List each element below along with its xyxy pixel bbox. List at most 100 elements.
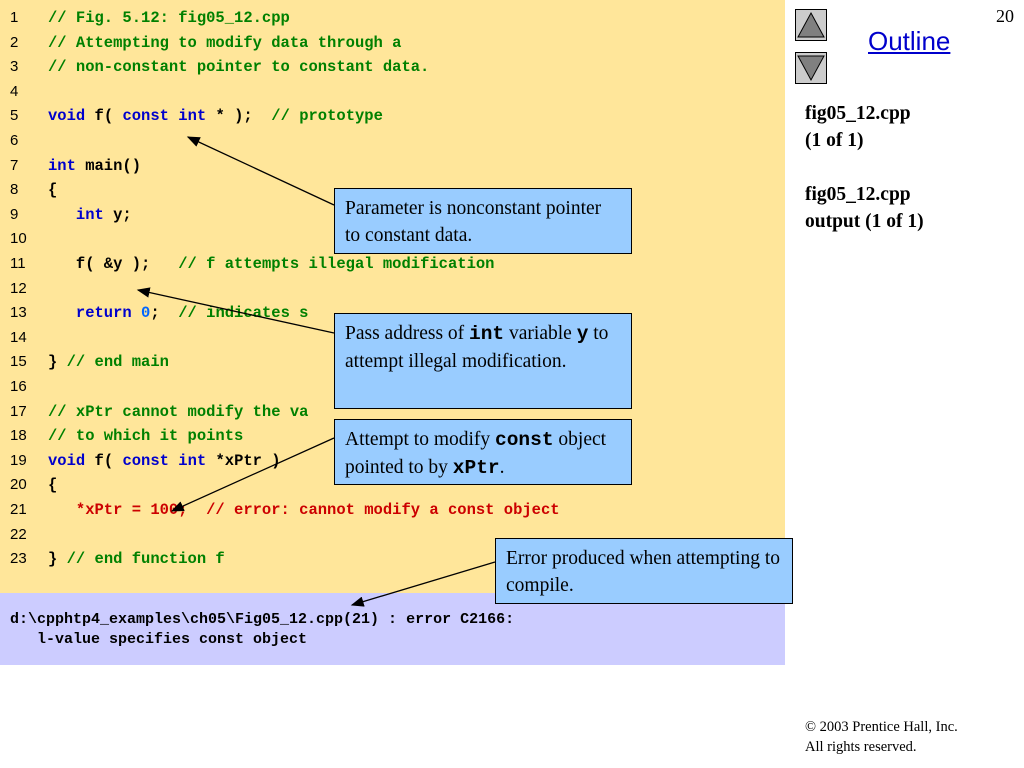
outline-output-part: output (1 of 1) [805, 211, 924, 232]
line-number: 11 [10, 255, 26, 272]
code-line: 20 { [0, 473, 785, 497]
code-token: { [48, 181, 58, 200]
code-line: 16 [0, 375, 785, 399]
code-text: } // end function f [48, 547, 225, 571]
callout-text-post: to attempt illegal modification. [345, 323, 609, 372]
code-token: 0 [141, 304, 151, 323]
code-token: const [122, 107, 169, 126]
code-token: // end main [66, 353, 169, 372]
code-token: int [178, 451, 207, 470]
code-token: int [48, 156, 76, 175]
callout-text-pre: Attempt to modify [345, 429, 496, 450]
code-token [132, 304, 141, 322]
code-line: 8{ [0, 178, 785, 202]
code-token: f( [85, 107, 123, 126]
line-number: 8 [10, 181, 19, 199]
callout-text-pre: Pass address of [345, 323, 470, 344]
code-text: // Attempting to modify data through a [48, 31, 401, 55]
callout-text-mid: object pointed to by [345, 429, 607, 478]
line-number: 14 [10, 328, 27, 346]
code-line: 21 *xPtr = 100; // error: cannot modify … [0, 498, 785, 522]
code-token: // Attempting to modify data through a [48, 33, 402, 52]
code-token: *xPtr ) [206, 451, 281, 470]
callout-code-int: int [469, 323, 505, 345]
line-number: 12 [10, 279, 27, 297]
code-line: 14 [0, 326, 785, 350]
line-number: 2 [10, 33, 19, 51]
line-number: 20 [10, 476, 27, 494]
code-line: 23 } // end function f [0, 547, 785, 571]
compiler-output-line-1: d:\cpphtp4_examples\ch05\Fig05_12.cpp(21… [10, 611, 515, 628]
outline-link[interactable]: Outline [868, 26, 951, 56]
code-line: 3 // non-constant pointer to constant dat… [0, 55, 785, 79]
code-token: // f attempts illegal modification [178, 255, 495, 273]
line-number: 13 [10, 304, 27, 322]
callout-code-const: const [495, 429, 554, 451]
line-number: 6 [10, 132, 19, 149]
code-text: *xPtr = 100; // error: cannot modify a c… [48, 498, 560, 522]
next-slide-button[interactable] [795, 52, 827, 84]
page-number: 20 [996, 6, 1014, 26]
code-token: int [75, 205, 104, 224]
code-text: int main() [48, 154, 141, 178]
line-number: 16 [10, 378, 27, 395]
code-text: // non-constant pointer to constant data… [48, 55, 429, 79]
code-line: 6 [0, 129, 785, 153]
code-text: void f( const int * ); // prototype [48, 104, 383, 128]
callout-code-xptr: xPtr [452, 457, 500, 479]
code-token: ; [150, 304, 179, 323]
callout-text: Parameter is nonconstant pointer to cons… [345, 198, 602, 246]
code-text: // to which it points [48, 424, 243, 448]
code-text: return 0; // indicates s [48, 301, 309, 325]
copyright-line-1: © 2003 Prentice Hall, Inc. [805, 719, 958, 735]
code-token [48, 304, 76, 322]
code-token: } [48, 353, 67, 372]
code-token: f( [85, 451, 123, 470]
code-text: f( &y ); // f attempts illegal modificat… [48, 252, 495, 276]
line-number: 9 [10, 205, 19, 223]
callout-text: Error produced when attempting to compil… [506, 548, 780, 596]
code-line: 12 [0, 277, 785, 301]
code-token: y; [103, 205, 132, 224]
callout-nonconstant-pointer: Parameter is nonconstant pointer to cons… [334, 188, 632, 254]
code-text: { [48, 473, 57, 497]
line-number: 21 [10, 501, 27, 518]
line-number: 18 [10, 427, 27, 445]
code-text: // xPtr cannot modify the va [48, 400, 308, 424]
code-token: const [122, 451, 169, 470]
line-number: 23 [10, 550, 27, 568]
callout-text-post: . [499, 457, 505, 478]
callout-compile-error: Error produced when attempting to compil… [495, 538, 793, 604]
code-token: void [48, 107, 86, 126]
previous-slide-button[interactable] [795, 9, 827, 41]
code-text: // Fig. 5.12: fig05_12.cpp [48, 6, 290, 30]
code-line: 17// xPtr cannot modify the va [0, 400, 785, 424]
code-text: int y; [48, 203, 132, 227]
copyright-line-2: All rights reserved. [805, 739, 917, 755]
code-line: 22 [0, 523, 785, 547]
code-line: 1// Fig. 5.12: fig05_12.cpp [0, 6, 785, 30]
code-token: f( &y ); [48, 255, 179, 273]
code-token: // indicates s [178, 304, 309, 323]
code-line: 4 [0, 80, 785, 104]
line-number: 10 [10, 230, 27, 248]
code-line: 2 // Attempting to modify data through a [0, 31, 785, 55]
line-number: 3 [10, 58, 19, 76]
callout-pass-address: Pass address of int variable y to attemp… [334, 313, 632, 409]
code-token: // prototype [271, 107, 383, 126]
code-line: 10 [0, 227, 785, 251]
code-token: // non-constant pointer to constant data… [48, 58, 430, 77]
code-token: return [75, 304, 132, 323]
line-number: 19 [10, 451, 27, 469]
outline-file-part: (1 of 1) [805, 130, 864, 151]
callout-code-y: y [576, 323, 589, 345]
code-token [48, 206, 76, 224]
code-token: // end function f [66, 550, 225, 569]
code-token: *xPtr = 100; // error: cannot modify a c… [48, 501, 560, 519]
code-text: void f( const int *xPtr ) [48, 449, 281, 473]
line-number: 4 [10, 82, 19, 100]
code-token: // Fig. 5.12: fig05_12.cpp [48, 9, 290, 27]
line-number: 15 [10, 353, 27, 371]
